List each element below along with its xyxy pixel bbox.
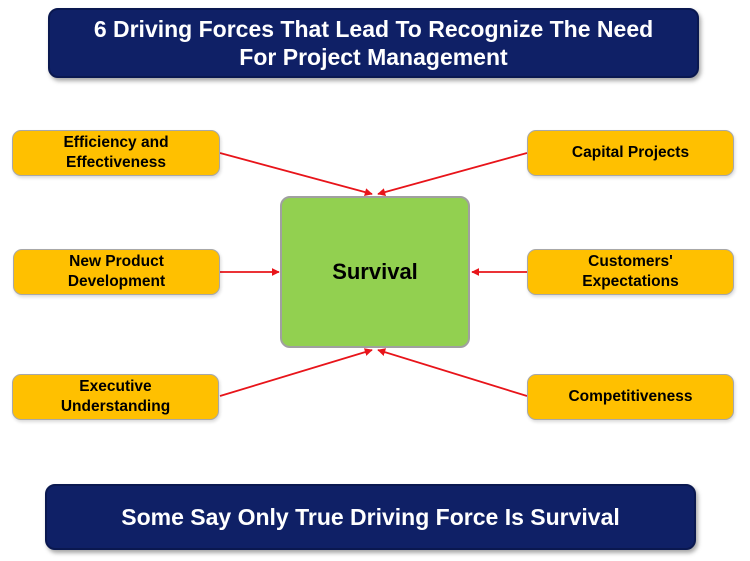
footer-banner: Some Say Only True Driving Force Is Surv… — [45, 484, 696, 550]
force-executive-understanding: Executive Understanding — [12, 374, 219, 420]
arrow-competitiveness-to-survival — [377, 348, 528, 397]
arrow-efficiency-to-survival — [219, 152, 373, 196]
force-capital-projects: Capital Projects — [527, 130, 734, 176]
title-banner: 6 Driving Forces That Lead To Recognize … — [48, 8, 699, 78]
arrow-executive-to-survival — [219, 348, 373, 397]
force-competitiveness: Competitiveness — [527, 374, 734, 420]
force-customers-expectations: Customers' Expectations — [527, 249, 734, 295]
page-title: 6 Driving Forces That Lead To Recognize … — [93, 16, 654, 70]
arrow-capital-to-survival — [377, 152, 528, 196]
survival-box: Survival — [280, 196, 470, 348]
force-efficiency-effectiveness: Efficiency and Effectiveness — [12, 130, 220, 176]
force-new-product-development: New Product Development — [13, 249, 220, 295]
survival-label: Survival — [332, 259, 418, 284]
footer-text: Some Say Only True Driving Force Is Surv… — [121, 503, 620, 530]
